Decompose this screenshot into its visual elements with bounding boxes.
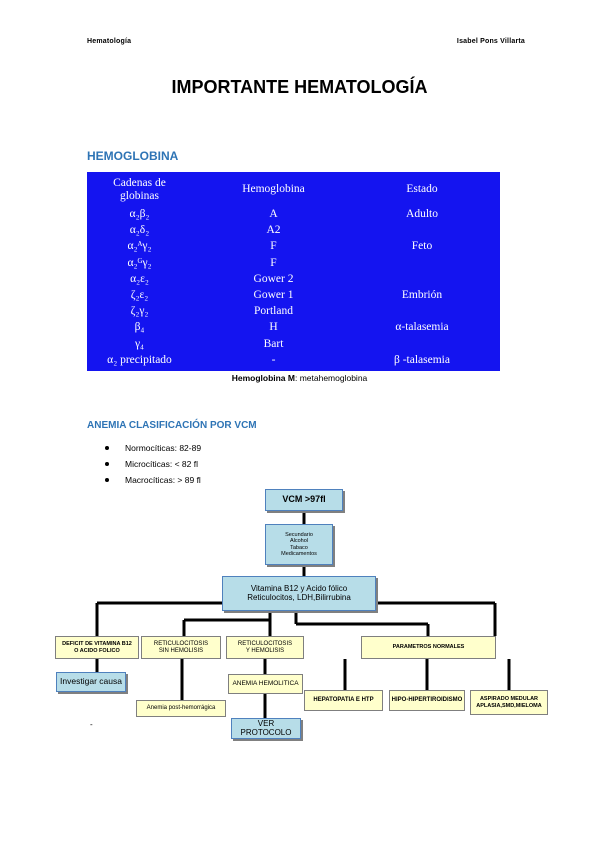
table-cell-state: Adulto [406,208,438,220]
list-item: Microcíticas: < 82 fl [103,458,201,474]
caption: Hemoglobina M: metahemoglobina [0,373,599,383]
flowchart-hepatopatia: HEPATOPATIA E HTP [304,690,383,711]
flowchart-reticulocitosis-sin-hemolisis: RETICULOCITOSIS SIN HEMOLISIS [141,636,221,659]
table-cell-hb: H [269,321,278,334]
section-heading-anemia: ANEMIA CLASIFICACIÓN POR VCM [87,420,257,431]
header-left: Hematología [87,38,132,45]
table-cell-hb: Gower 2 [253,272,294,285]
table-cell-hb: A2 [266,224,281,237]
flowchart-root-vcm: VCM >97fl [265,489,343,511]
table-cell-chain: γ₄ [134,337,145,350]
caption-rest: : metahemoglobina [294,373,368,383]
flowchart-anemia-post-hemorragica: Anemia post-hemorrágica [136,700,226,717]
flowchart-ver-protocolo: VER PROTOCOLO [231,718,301,739]
list-item: Normocíticas: 82-89 [103,442,201,458]
hemoglobin-table: Cadenas de globinas Hemoglobina Estado α… [87,172,500,371]
flowchart-investigar-causa: Investigar causa [56,672,126,692]
table-cell-chain: α₂ᴬγ₂ [127,240,152,253]
table-cell-hb: F [270,240,277,253]
table-cell-chain: ζ₂γ₂ [130,305,149,318]
table-cell-chain: α₂ precipitado [107,353,172,366]
table-cell-state: Feto [411,240,433,253]
page-title: IMPORTANTE HEMATOLOGÍA [171,77,428,97]
caption-bold: Hemoglobina M [231,373,295,383]
table-cell-state: Embrión [401,289,443,301]
table-cell-chain: α₂β₂ [129,208,150,220]
vcm-bullet-list: Normocíticas: 82-89 Microcíticas: < 82 f… [103,442,201,490]
table-cell-chain: β₄ [134,321,145,334]
table-cell-hb: A [269,208,278,220]
table-cell-hb: F [270,256,277,269]
stray-dash: - [90,720,93,729]
table-cell-chain: α₂δ₂ [129,224,150,237]
flowchart-secondary-causes: Secundario Alcohol Tabaco Medicamentos [265,524,333,565]
table-cell-hb: Portland [254,305,293,318]
table-cell-state: α-talasemia [395,321,449,334]
flowchart-aspirado-medular: ASPIRADO MEDULAR APLASIA,SMD,MIELOMA [470,690,548,715]
table-header-state: Estado [406,183,438,195]
list-item: Macrocíticas: > 89 fl [103,474,201,490]
table-cell-chain: ζ₂ε₂ [130,289,149,301]
flowchart-anemia-hemolitica: ANEMIA HEMOLITICA [228,674,303,694]
table-cell-chain: α₂ε₂ [130,272,149,285]
flowchart-hipo-hipertiroidismo: HIPO-HIPERTIROIDISMO [389,690,465,711]
table-header-hemoglobin: Hemoglobina [242,183,305,195]
flowchart-vitamin-tests: Vitamina B12 y Acido fólico Reticulocito… [222,576,376,611]
section-heading-hemoglobina: HEMOGLOBINA [87,149,179,163]
flowchart-parametros-normales: PARAMETROS NORMALES [361,636,496,659]
header-right: Isabel Pons Villarta [456,38,525,45]
table-cell-hb: Bart [263,337,284,350]
table-cell-hb: - [271,353,276,366]
table-cell-state: β -talasemia [394,353,450,366]
table-cell-chain: α₂ᴳγ₂ [127,256,152,269]
flowchart-reticulocitosis-hemolisis: RETICULOCITOSIS Y HEMOLISIS [226,636,304,659]
flowchart-deficit-b12: DEFICIT DE VITAMINA B12 O ACIDO FOLICO [55,636,139,659]
table-header-chains: Cadenas de globinas [113,177,166,202]
table-cell-hb: Gower 1 [253,289,294,301]
